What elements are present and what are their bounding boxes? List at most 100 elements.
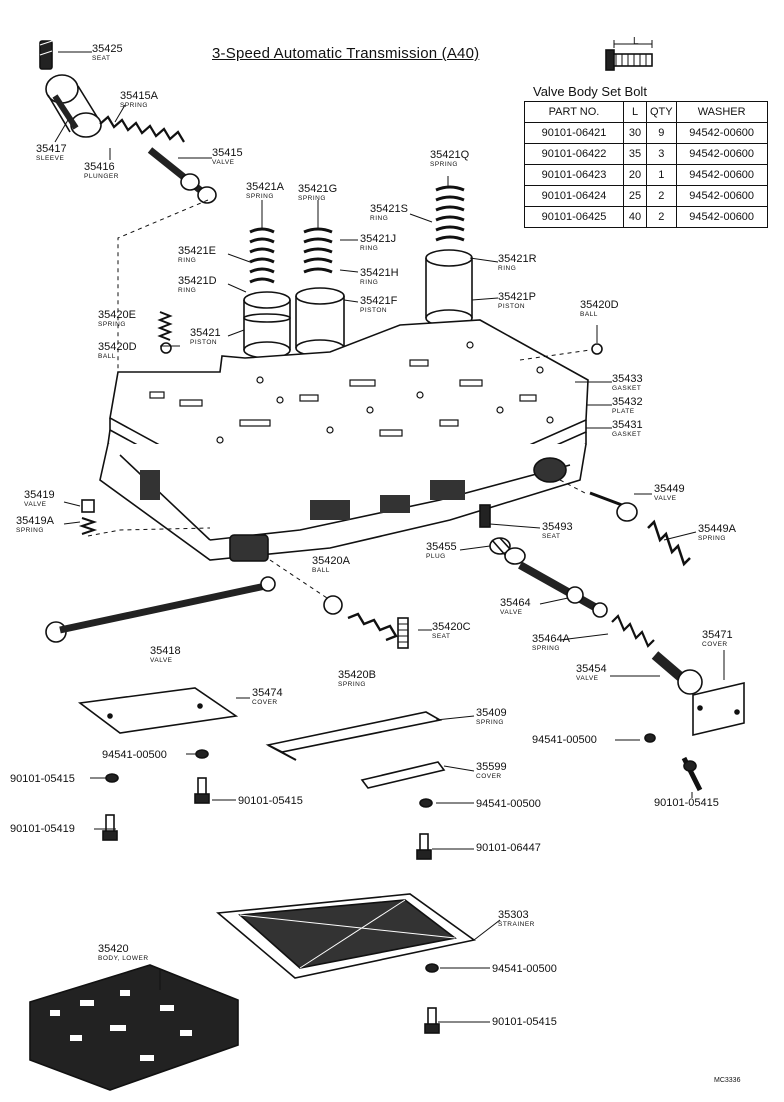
washer-5	[644, 733, 656, 743]
hardware-label: 90101-05419	[10, 823, 75, 835]
spring-35464a	[611, 614, 655, 648]
hardware-label: 90101-05415	[654, 797, 719, 809]
hardware-label: 94541-00500	[492, 963, 557, 975]
spring-35415a	[99, 115, 185, 143]
cell: 3	[646, 143, 677, 165]
spring-35449a	[647, 519, 691, 567]
washer-2	[105, 773, 119, 783]
bolt-table-title: Valve Body Set Bolt	[533, 84, 647, 99]
lower-valve-body-35420	[29, 964, 239, 1091]
header-qty: QTY	[646, 101, 677, 123]
header-part-no: PART NO.	[524, 101, 624, 123]
hardware-label: 94541-00500	[532, 734, 597, 746]
cell: 35	[623, 143, 647, 165]
valve-35464	[518, 561, 608, 618]
cell: 94542-00600	[675, 185, 768, 207]
ball-35420a	[323, 595, 343, 615]
plug-35455	[489, 537, 526, 565]
strainer-35303	[216, 893, 476, 979]
header-l: L	[623, 101, 647, 123]
accumulator-piston-group	[243, 185, 473, 359]
upper-valve-body	[99, 443, 587, 562]
hardware-label: 90101-05415	[238, 795, 303, 807]
hardware-label: 94541-00500	[476, 798, 541, 810]
seat-35493	[479, 504, 491, 528]
ball-35420d-right	[591, 343, 603, 355]
cover-35471	[692, 681, 745, 737]
cell: 9	[646, 122, 677, 144]
cell: 90101-06422	[524, 143, 624, 165]
length-symbol: L	[633, 36, 639, 47]
valve-35454	[651, 651, 703, 695]
cell: 1	[646, 164, 677, 186]
spring-35409	[265, 711, 443, 761]
cell: 90101-06423	[524, 164, 624, 186]
spring-35420b	[347, 612, 398, 642]
hardware-label: 90101-06447	[476, 842, 541, 854]
sleeve-35417	[45, 74, 102, 138]
washer-4	[425, 963, 439, 973]
cell: 30	[623, 122, 647, 144]
washer-1	[195, 749, 209, 759]
valve-35419	[78, 499, 98, 535]
cell: 94542-00600	[675, 164, 768, 186]
hardware-label: 90101-05415	[10, 773, 75, 785]
cell: 25	[623, 185, 647, 207]
bolt-table-header: PART NO. L QTY WASHER	[524, 101, 768, 123]
cell: 90101-06425	[524, 206, 624, 228]
cover-35599	[360, 761, 446, 789]
hardware-label: 90101-05415	[492, 1016, 557, 1028]
bolt-right	[681, 756, 703, 792]
cell: 2	[646, 185, 677, 207]
bolt-bottom	[424, 1007, 440, 1034]
leader-lines	[54, 51, 725, 1023]
figure-code: MC3336	[714, 1077, 741, 1084]
hardware-label: 94541-00500	[102, 749, 167, 761]
diagram-title: 3-Speed Automatic Transmission (A40)	[212, 45, 480, 62]
header-washer: WASHER	[675, 101, 768, 123]
valve-35418	[45, 576, 276, 643]
washer-3	[419, 798, 433, 808]
seat-35420c	[397, 617, 409, 649]
valve-35449	[589, 491, 638, 522]
